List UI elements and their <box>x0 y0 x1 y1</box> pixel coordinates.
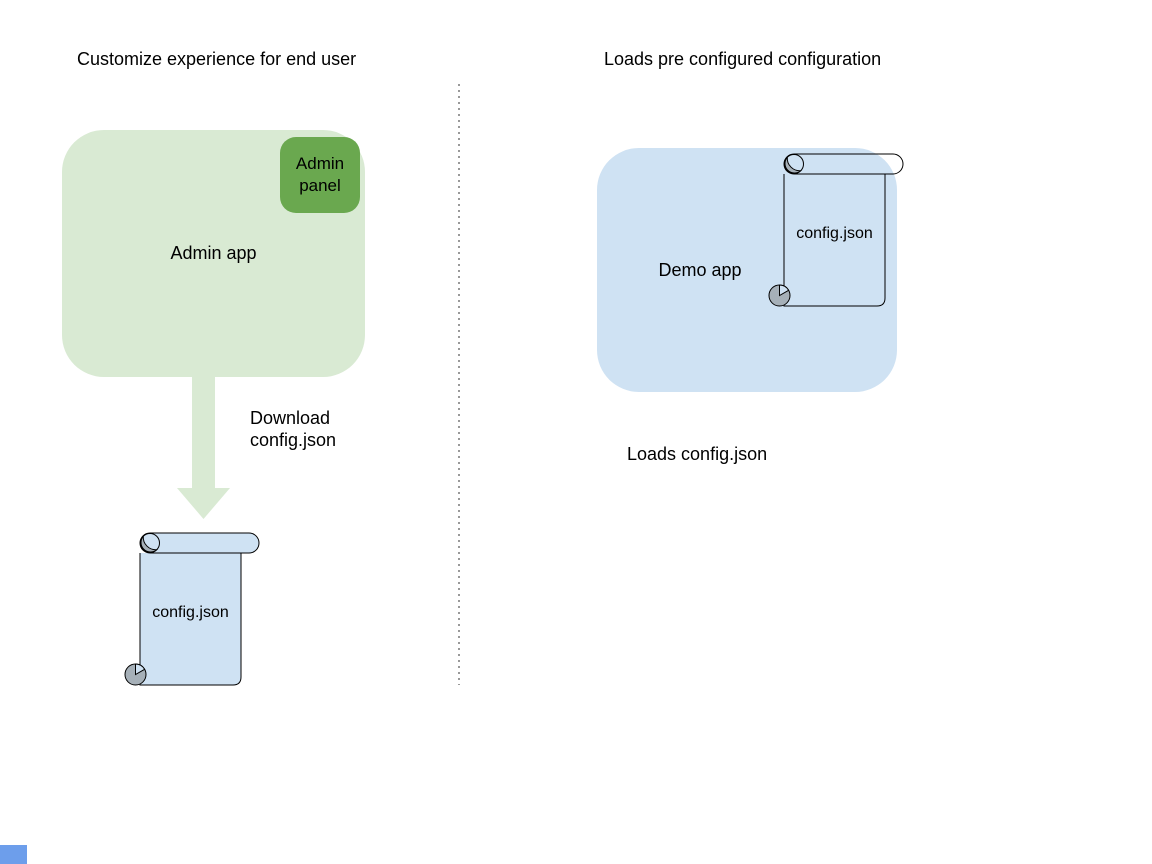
scroll-bottom-curl-notch <box>779 284 790 297</box>
demo-app-label: Demo app <box>658 259 742 280</box>
config-file-label-left: config.json <box>152 604 229 621</box>
scroll-top-roll <box>783 153 904 175</box>
download-caption: Download config.json <box>250 408 337 450</box>
admin-panel-box: Admin panel <box>280 137 360 213</box>
admin-panel-label: Admin panel <box>295 154 345 195</box>
admin-app-label: Admin app <box>170 243 257 263</box>
left-section-title: Customize experience for end user <box>77 49 357 69</box>
scroll-body <box>139 553 242 686</box>
download-arrow-icon <box>177 375 230 519</box>
arrow-shape <box>177 375 230 519</box>
scroll-shape-icon <box>124 532 260 686</box>
admin-app-box: Admin app Admin panel <box>62 130 365 377</box>
config-file-label-right: config.json <box>796 225 873 242</box>
scroll-top-curl-shade <box>784 155 803 174</box>
config-file-scroll-left: config.json <box>124 531 262 689</box>
demo-app-box: Demo app <box>597 148 897 392</box>
loads-caption: Loads config.json <box>627 444 768 464</box>
scroll-shape-icon <box>768 153 904 307</box>
corner-accent-square <box>0 845 27 864</box>
section-divider <box>458 84 460 685</box>
config-file-scroll-right: config.json <box>768 152 906 310</box>
scroll-bottom-curl-notch <box>135 663 146 676</box>
scroll-top-curl-shade <box>140 534 159 553</box>
right-section-title: Loads pre configured configuration <box>604 49 882 69</box>
scroll-body <box>783 174 886 307</box>
